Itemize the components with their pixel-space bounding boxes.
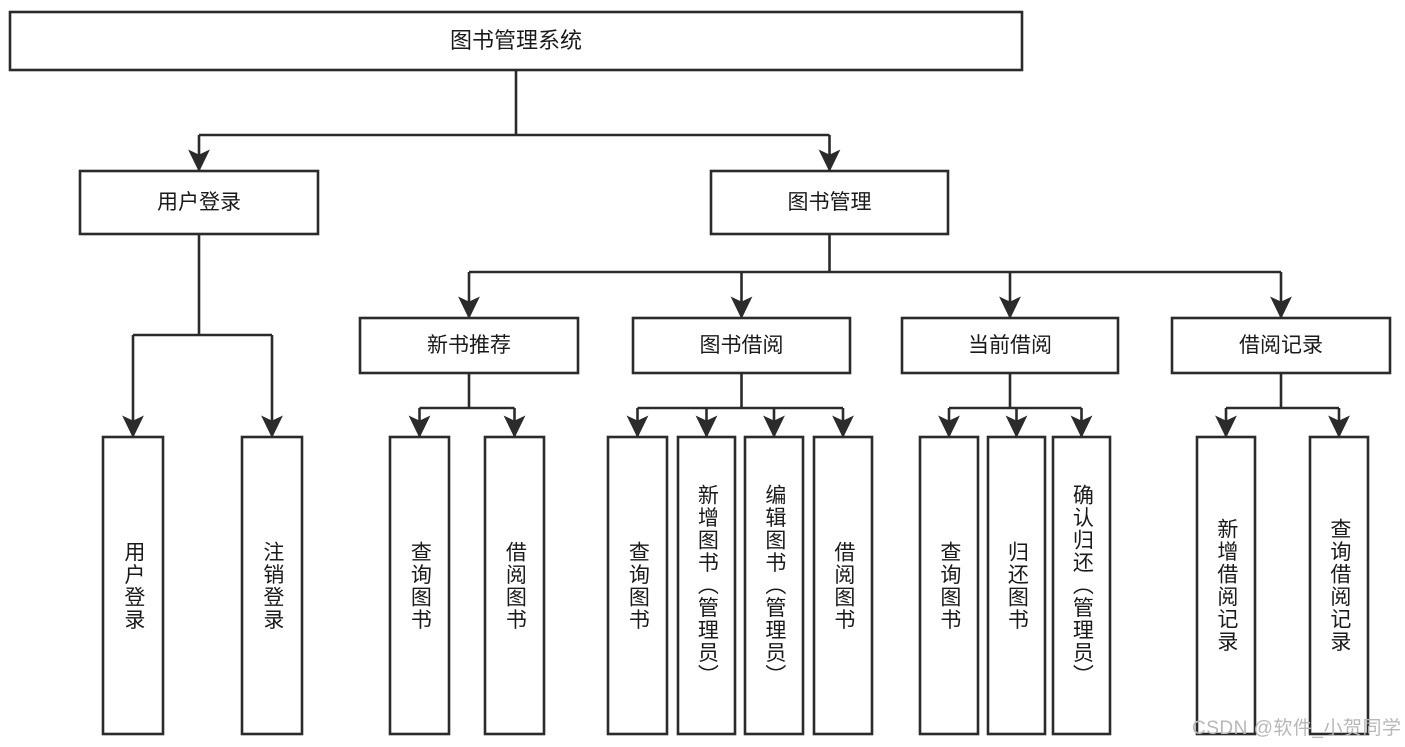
node-box-user-logout-leaf[interactable]	[240, 435, 304, 736]
node-box-book-borrow[interactable]	[631, 316, 852, 375]
node-box-add-borrow-record[interactable]	[1195, 435, 1257, 736]
node-box-edit-book-admin[interactable]	[743, 435, 805, 736]
node-label-root: 图书管理系统	[450, 28, 582, 53]
node-box-borrow-book-1[interactable]	[483, 435, 546, 736]
node-label-new-book-recommend: 新书推荐	[427, 334, 511, 357]
node-box-query-book-2[interactable]	[606, 435, 669, 736]
csdn-watermark: CSDN @软件_小贺同学	[1192, 718, 1402, 739]
node-box-add-book-admin[interactable]	[676, 435, 737, 736]
node-box-book-manage[interactable]	[709, 169, 950, 236]
node-label-current-borrow: 当前借阅	[968, 334, 1052, 357]
node-label-borrow-record: 借阅记录	[1239, 334, 1323, 357]
node-box-return-book[interactable]	[986, 435, 1047, 736]
node-box-borrow-book-2[interactable]	[812, 435, 874, 736]
node-box-root[interactable]	[8, 10, 1024, 72]
node-label-user-login: 用户登录	[157, 191, 241, 214]
connector-layer	[122, 70, 1350, 438]
node-label-book-borrow: 图书借阅	[700, 334, 784, 357]
node-box-query-book-1[interactable]	[388, 435, 451, 736]
node-box-new-book-recommend[interactable]	[358, 316, 580, 375]
node-box-user-login-leaf[interactable]	[101, 435, 165, 736]
node-label-book-manage: 图书管理	[788, 191, 872, 214]
node-box-layer	[8, 10, 1392, 736]
node-box-current-borrow[interactable]	[900, 316, 1120, 375]
node-box-query-borrow-record[interactable]	[1308, 435, 1370, 736]
node-box-confirm-return-admin[interactable]	[1051, 435, 1112, 736]
node-box-user-login[interactable]	[78, 169, 320, 236]
node-box-borrow-record[interactable]	[1170, 316, 1392, 375]
node-box-query-book-3[interactable]	[918, 435, 980, 736]
